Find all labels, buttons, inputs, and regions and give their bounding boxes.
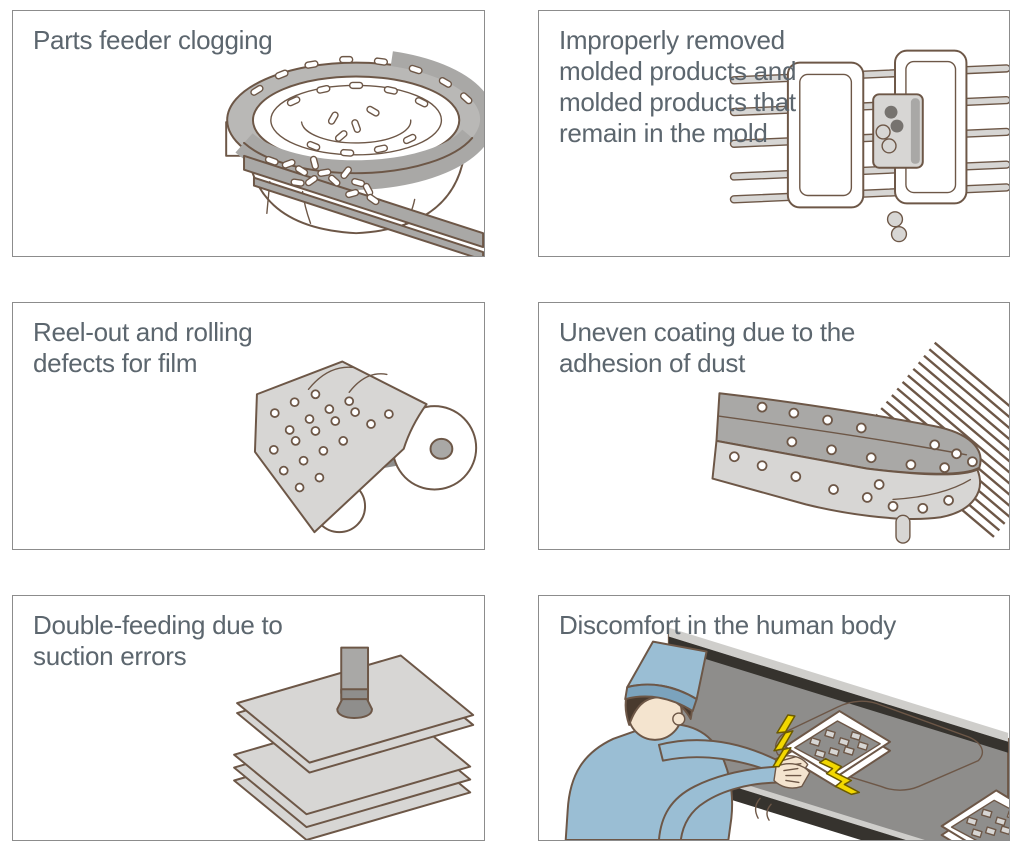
coating-drip (895, 514, 911, 544)
panel-parts-feeder-clogging: Parts feeder clogging (12, 10, 485, 257)
panel-caption: Parts feeder clogging (33, 25, 273, 55)
static-shock-illustration (564, 627, 1009, 840)
panel-caption: Reel-out and rolling defects for film (33, 317, 253, 378)
suction-cup (336, 698, 373, 719)
dust-specks (728, 401, 978, 514)
vacuum-nozzle (336, 646, 373, 719)
motion-marks (754, 797, 772, 821)
bowl-feeder-illustration (225, 51, 484, 256)
worker-ear (672, 712, 686, 726)
panel-caption: Improperly removed molded products and m… (559, 25, 797, 148)
dust-specks (268, 389, 394, 493)
spark-icon (772, 714, 796, 768)
moving-platen (786, 61, 865, 209)
panel-caption: Uneven coating due to the adhesion of du… (559, 317, 856, 378)
molded-product-dropped (886, 211, 908, 243)
worker-cap-brim (624, 683, 698, 713)
static-sparks (772, 714, 861, 796)
panel-caption: Discomfort in the human body (559, 610, 896, 640)
mold-cavity (884, 105, 904, 133)
discharge-chute (243, 154, 484, 256)
spark-icon (818, 757, 861, 796)
mold-illustration (729, 49, 1009, 243)
panel-film-reel-defects: Reel-out and rolling defects for film (12, 302, 485, 550)
coating-band (711, 392, 982, 544)
coating-illustration (711, 341, 1009, 544)
panel-caption: Double-feeding due to suction errors (33, 610, 283, 671)
film-sheet (253, 360, 428, 534)
panel-human-body-discomfort: Discomfort in the human body (538, 595, 1010, 841)
mold-insert (872, 93, 924, 169)
film-roll-illustration (253, 360, 478, 534)
panel-uneven-coating: Uneven coating due to the adhesion of du… (538, 302, 1010, 550)
molded-product-stuck (875, 124, 897, 154)
panel-double-feeding: Double-feeding due to suction errors (12, 595, 485, 841)
panel-improperly-removed-molded-products: Improperly removed molded products and m… (538, 10, 1010, 257)
suction-illustration (233, 646, 475, 840)
